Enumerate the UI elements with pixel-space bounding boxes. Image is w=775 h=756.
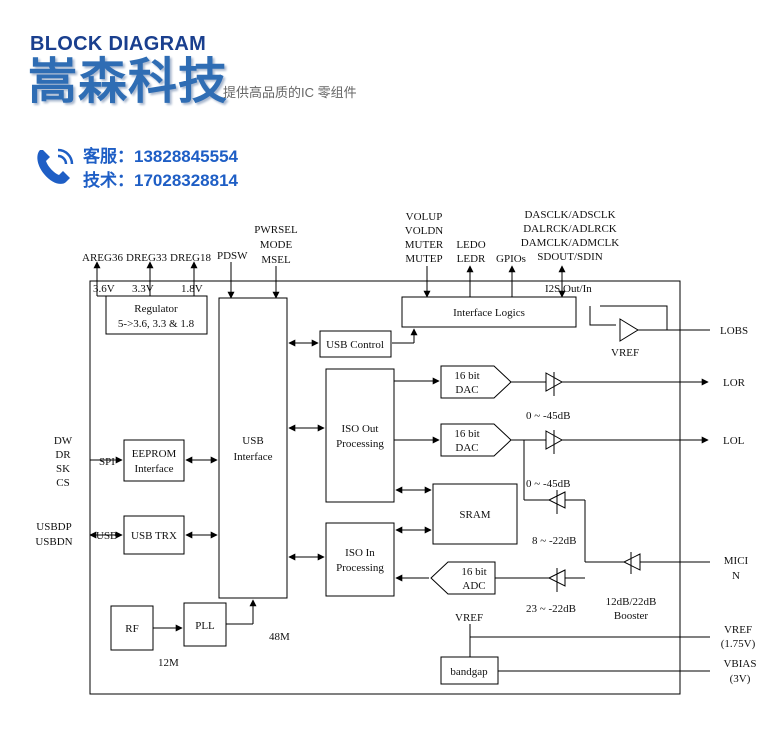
adc-block xyxy=(430,561,496,595)
lor-label: LOR xyxy=(723,377,746,389)
v36-label: 3.6V xyxy=(93,283,115,295)
sk-label: SK xyxy=(56,463,70,475)
usb-trx-block xyxy=(123,515,185,555)
page-title: BLOCK DIAGRAM xyxy=(30,33,207,55)
dac2-label-2: DAC xyxy=(455,442,478,454)
bandgap-label: bandgap xyxy=(450,666,488,678)
msel-label: MSEL xyxy=(261,254,291,266)
sram-label: SRAM xyxy=(459,509,490,521)
iso-in-label: ISO In xyxy=(345,547,375,559)
company-tagline: 提供高品质的IC 零组件 xyxy=(223,85,357,100)
micin-label: MICI xyxy=(724,555,749,567)
i2s-label: I2S Out/In xyxy=(545,283,592,295)
regulator-label: Regulator xyxy=(134,303,178,315)
contact-service: 客服：13828845554 xyxy=(83,147,239,166)
iso-out-block xyxy=(325,368,395,503)
dalrck-label: DALRCK/ADLRCK xyxy=(523,223,617,235)
pwrsel-label: PWRSEL xyxy=(254,224,298,236)
areg36-label: AREG36 xyxy=(82,252,123,264)
vbias-label-2: (3V) xyxy=(730,673,751,685)
ledr-label: LEDR xyxy=(457,253,486,265)
dw-label: DW xyxy=(54,435,73,447)
cs-label: CS xyxy=(56,477,69,489)
phone-icon xyxy=(37,148,74,184)
adc-label: 16 bit xyxy=(461,566,486,578)
chip-boundary xyxy=(89,280,681,695)
adc-label-2: ADC xyxy=(462,580,485,592)
dac1-block xyxy=(440,365,512,399)
gain-label-2: 0 ~ -45dB xyxy=(526,478,570,490)
interface-logics-block xyxy=(401,296,577,328)
usb-control-label: USB Control xyxy=(326,339,384,351)
usbdn-label: USBDN xyxy=(35,536,72,548)
iso-in-label-2: Processing xyxy=(336,562,384,574)
dasclk-label: DASCLK/ADSCLK xyxy=(524,209,615,221)
usbdp-label: USBDP xyxy=(36,521,71,533)
muter-label: MUTER xyxy=(405,239,444,251)
dac1-label-2: DAC xyxy=(455,384,478,396)
mode-label: MODE xyxy=(260,239,293,251)
rf-label: RF xyxy=(125,623,138,635)
usb-interface-label: USB xyxy=(242,435,263,447)
v33-label: 3.3V xyxy=(132,283,154,295)
sram-block xyxy=(432,483,518,545)
v18-label: 1.8V xyxy=(181,283,203,295)
damclk-label: DAMCLK/ADMCLK xyxy=(521,237,619,249)
clk-12m-label: 12M xyxy=(158,657,179,669)
micin-label-2: N xyxy=(732,570,740,582)
spi-label: SPI xyxy=(99,456,115,468)
eeprom-label: EEPROM xyxy=(132,448,177,460)
eeprom-label-2: Interface xyxy=(134,463,173,475)
vref-mid-label: VREF xyxy=(455,612,483,624)
usb-interface-block xyxy=(218,297,288,599)
dr-label: DR xyxy=(55,449,71,461)
usb-interface-label-2: Interface xyxy=(233,451,272,463)
pll-label: PLL xyxy=(195,620,215,632)
dac2-block xyxy=(440,423,512,457)
dreg18-label: DREG18 xyxy=(170,252,211,264)
interface-logics-label: Interface Logics xyxy=(453,307,525,319)
dreg33-label: DREG33 xyxy=(126,252,167,264)
volup-label: VOLUP xyxy=(406,211,443,223)
lobs-label: LOBS xyxy=(720,325,748,337)
mutep-label: MUTEP xyxy=(405,253,442,265)
iso-out-label-2: Processing xyxy=(336,438,384,450)
vref-out-label: VREF xyxy=(724,624,752,636)
lol-label: LOL xyxy=(723,435,745,447)
company-logo-text: 嵩森科技 xyxy=(28,55,229,109)
clk-48m-label: 48M xyxy=(269,631,290,643)
regulator-detail: 5->3.6, 3.3 & 1.8 xyxy=(118,318,195,330)
pdsw-label: PDSW xyxy=(217,250,248,262)
usb-trx-label: USB TRX xyxy=(131,530,177,542)
contact-tech: 技术：17028328814 xyxy=(83,171,239,190)
voldn-label: VOLDN xyxy=(405,225,444,237)
iso-in-block xyxy=(325,522,395,597)
gain-label-4: 23 ~ -22dB xyxy=(526,603,576,615)
sdout-label: SDOUT/SDIN xyxy=(537,251,602,263)
eeprom-block xyxy=(123,439,185,482)
regulator-block xyxy=(105,295,208,335)
dac2-label: 16 bit xyxy=(454,428,479,440)
dac1-label: 16 bit xyxy=(454,370,479,382)
usb-pin-label: USB xyxy=(96,530,117,542)
ledo-label: LEDO xyxy=(456,239,485,251)
gpios-label: GPIOs xyxy=(496,253,526,265)
iso-out-label: ISO Out xyxy=(342,423,379,435)
gain-label-3: 8 ~ -22dB xyxy=(532,535,576,547)
vbias-label: VBIAS xyxy=(723,658,756,670)
gain-label-1: 0 ~ -45dB xyxy=(526,410,570,422)
usb-control-block xyxy=(319,330,392,358)
vref-out-label-2: (1.75V) xyxy=(721,638,756,650)
booster-label: 12dB/22dB xyxy=(606,596,657,608)
booster-label-2: Booster xyxy=(614,610,649,622)
vref-top-label: VREF xyxy=(611,347,639,359)
